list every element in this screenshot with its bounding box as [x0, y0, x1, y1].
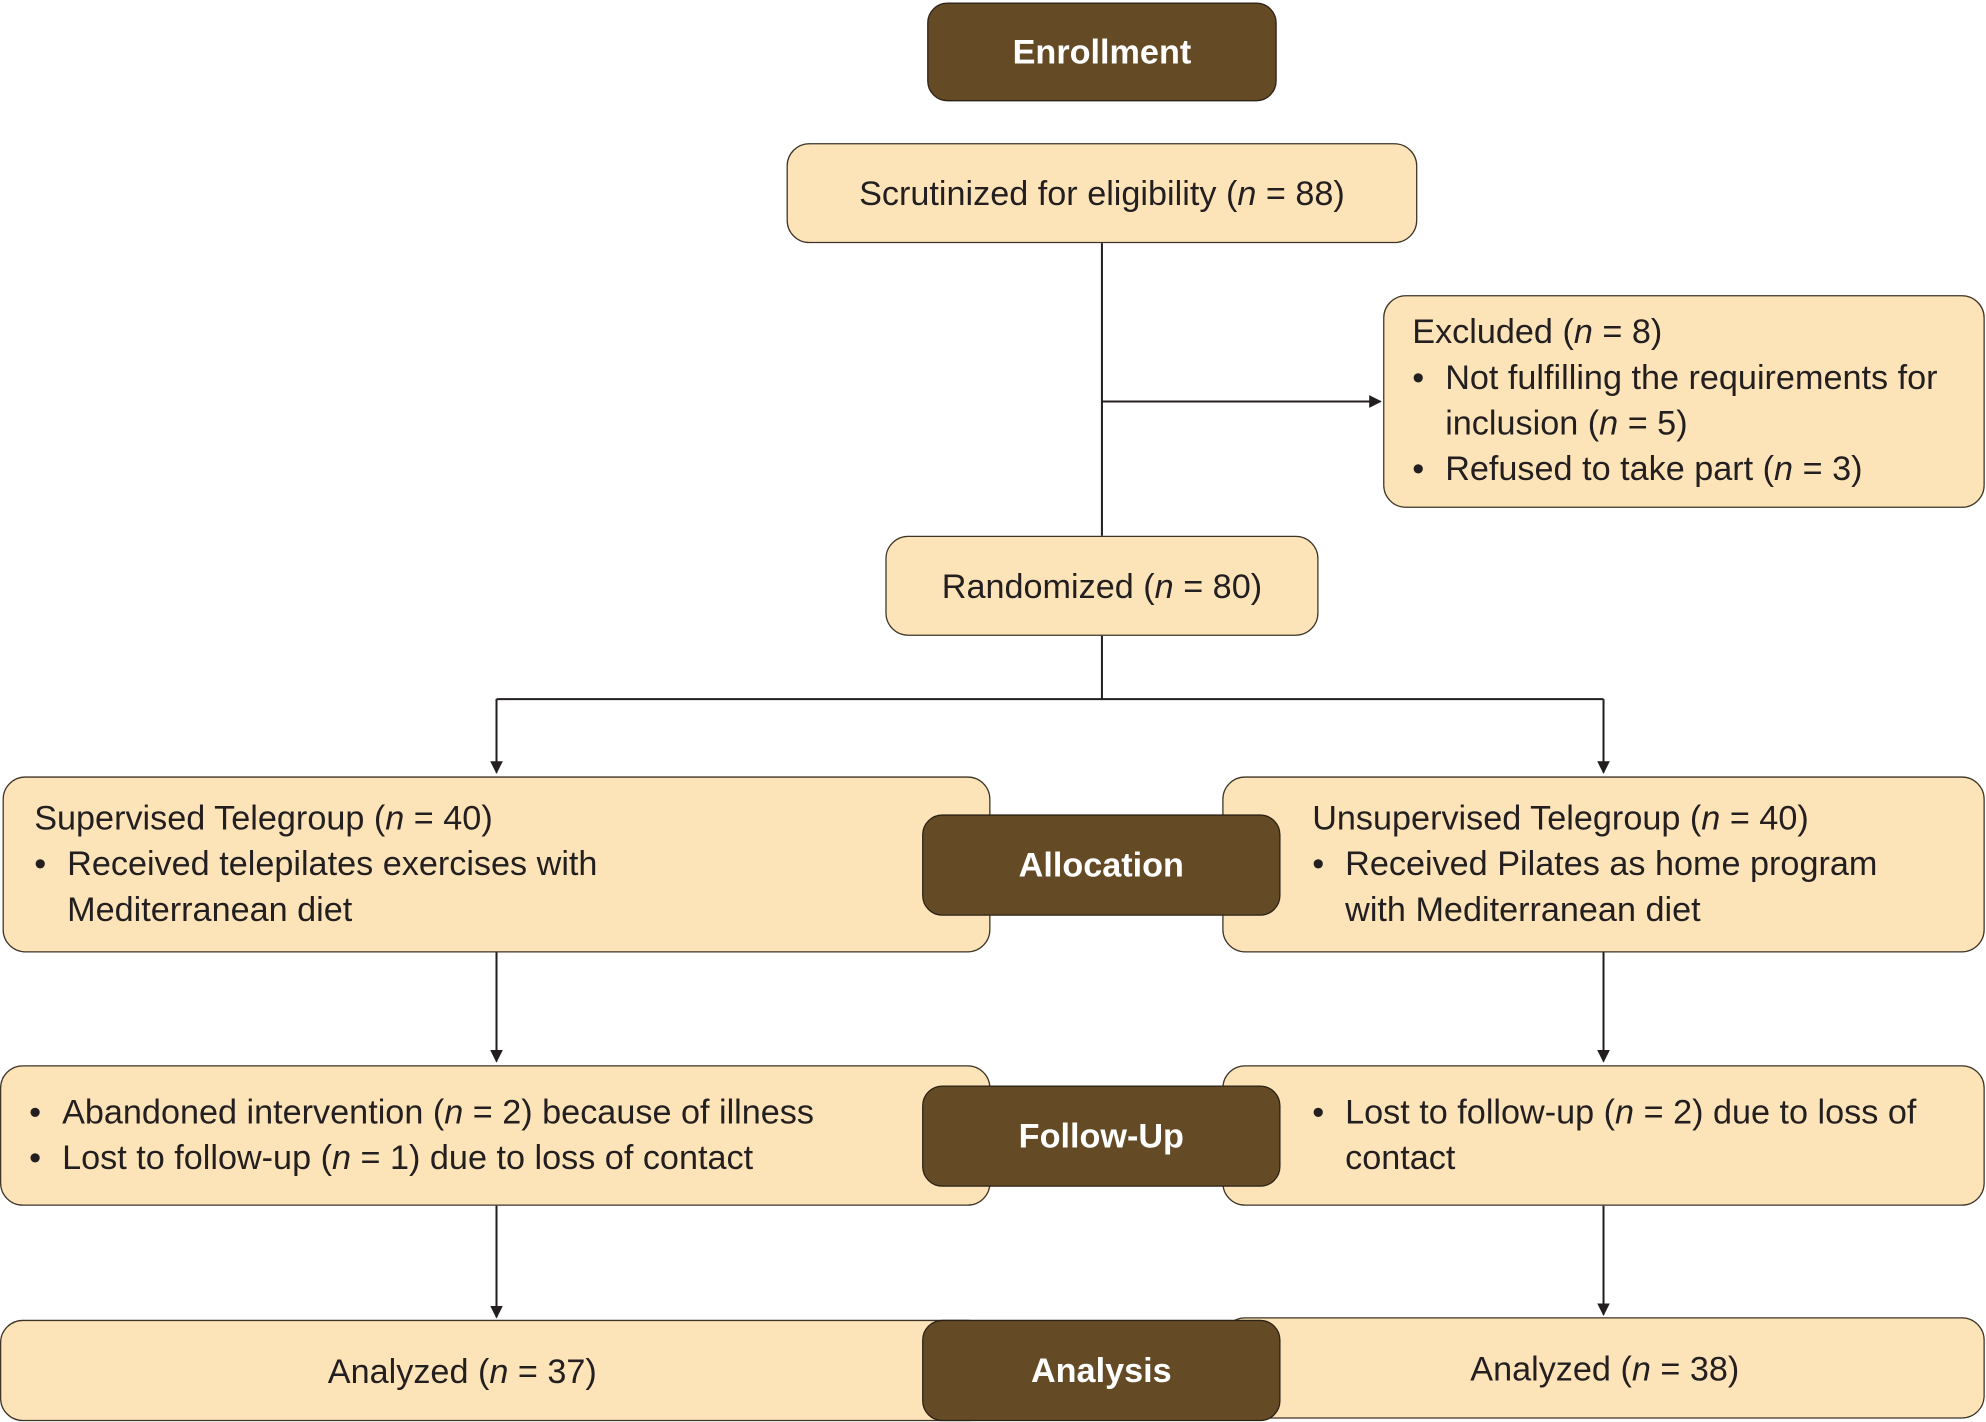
followup-unsupervised-list: Lost to follow-up (n = 2) due to loss of… — [1312, 1089, 1945, 1180]
randomized-text: Randomized (n = 80) — [941, 566, 1263, 605]
allocation-label: Allocation — [922, 814, 1281, 916]
followup-supervised-item: Lost to follow-up (n = 1) due to loss of… — [29, 1135, 969, 1181]
unsupervised-group-box: Unsupervised Telegroup (n = 40) Received… — [1222, 776, 1985, 953]
unsupervised-group-details: Received Pilates as home program with Me… — [1312, 841, 1945, 932]
analysis-label: Analysis — [922, 1319, 1281, 1422]
enrollment-label: Enrollment — [927, 2, 1277, 102]
excluded-reasons-list: Not fulfilling the requirements for incl… — [1412, 355, 1963, 492]
excluded-reason-item: Refused to take part (n = 3) — [1412, 446, 1963, 492]
excluded-box: Excluded (n = 8) Not fulfilling the requ… — [1383, 295, 1985, 508]
followup-supervised-item: Abandoned intervention (n = 2) because o… — [29, 1089, 969, 1135]
unsupervised-group-item: Received Pilates as home program with Me… — [1312, 841, 1945, 932]
analyzed-unsupervised-box: Analyzed (n = 38) — [1222, 1317, 1985, 1419]
excluded-title: Excluded (n = 8) — [1412, 312, 1663, 351]
unsupervised-group-title: Unsupervised Telegroup (n = 40) — [1312, 799, 1809, 838]
followup-unsupervised-item: Lost to follow-up (n = 2) due to loss of… — [1312, 1089, 1945, 1180]
analyzed-supervised-box: Analyzed (n = 37) — [0, 1319, 991, 1422]
supervised-group-box: Supervised Telegroup (n = 40) Received t… — [2, 776, 991, 953]
analyzed-unsupervised-text: Analyzed (n = 38) — [1470, 1350, 1740, 1389]
supervised-group-details: Received telepilates exercises with Medi… — [34, 841, 667, 932]
followup-supervised-box: Abandoned intervention (n = 2) because o… — [0, 1065, 991, 1206]
randomized-box: Randomized (n = 80) — [885, 535, 1319, 636]
excluded-reason-item: Not fulfilling the requirements for incl… — [1412, 355, 1963, 446]
supervised-group-item: Received telepilates exercises with Medi… — [34, 841, 667, 932]
follow-up-label: Follow-Up — [922, 1085, 1281, 1187]
supervised-group-title: Supervised Telegroup (n = 40) — [34, 799, 493, 838]
followup-unsupervised-box: Lost to follow-up (n = 2) due to loss of… — [1222, 1065, 1985, 1206]
eligibility-text: Scrutinized for eligibility (n = 88) — [859, 174, 1345, 213]
eligibility-box: Scrutinized for eligibility (n = 88) — [786, 143, 1418, 244]
followup-supervised-list: Abandoned intervention (n = 2) because o… — [29, 1089, 969, 1180]
analyzed-supervised-text: Analyzed (n = 37) — [327, 1352, 597, 1391]
